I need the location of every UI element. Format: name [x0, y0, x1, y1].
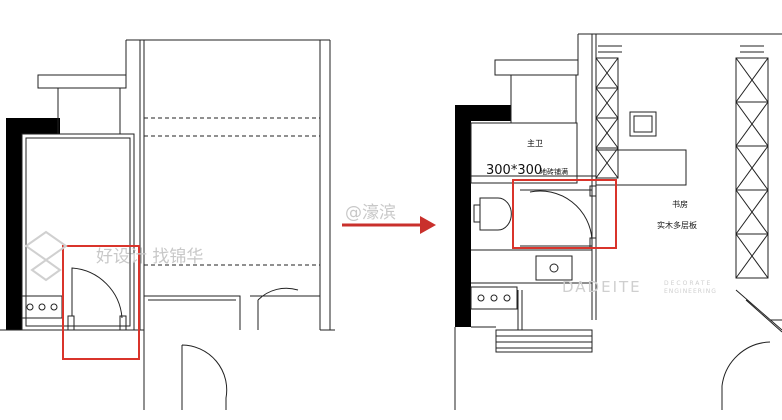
transform-arrow [342, 216, 436, 234]
label-floor-material: 实木多层板 [657, 220, 697, 230]
label-study: 书房 [672, 199, 688, 209]
after-black-wall [455, 105, 471, 327]
before-black-wall-top [6, 118, 60, 134]
label-tile-spec: 300*300 [486, 163, 542, 178]
before-black-wall [6, 118, 22, 330]
brand-sub-1: DECORATE [664, 280, 712, 287]
before-watermark: 好设计 找锦华 [24, 230, 203, 282]
before-stove [21, 295, 63, 319]
label-tile-note: 地砖铺满 [540, 167, 568, 176]
after-highlight-box [512, 179, 617, 249]
before-plan [0, 39, 335, 410]
before-watermark-text: 好设计 找锦华 [96, 247, 203, 267]
label-bathroom: 主卫 [527, 138, 543, 148]
center-watermark: @濠滨 [345, 203, 396, 223]
desk-chair [629, 111, 657, 137]
brand-sub-2: ENGINEERING [664, 288, 717, 295]
brand-watermark-text: DADEITE [562, 278, 642, 296]
after-plan [454, 33, 782, 410]
before-highlight-box [62, 245, 140, 360]
brand-watermark: DADEITE DECORATE ENGINEERING [562, 278, 717, 296]
after-stove [470, 286, 518, 310]
after-sink [535, 255, 573, 281]
